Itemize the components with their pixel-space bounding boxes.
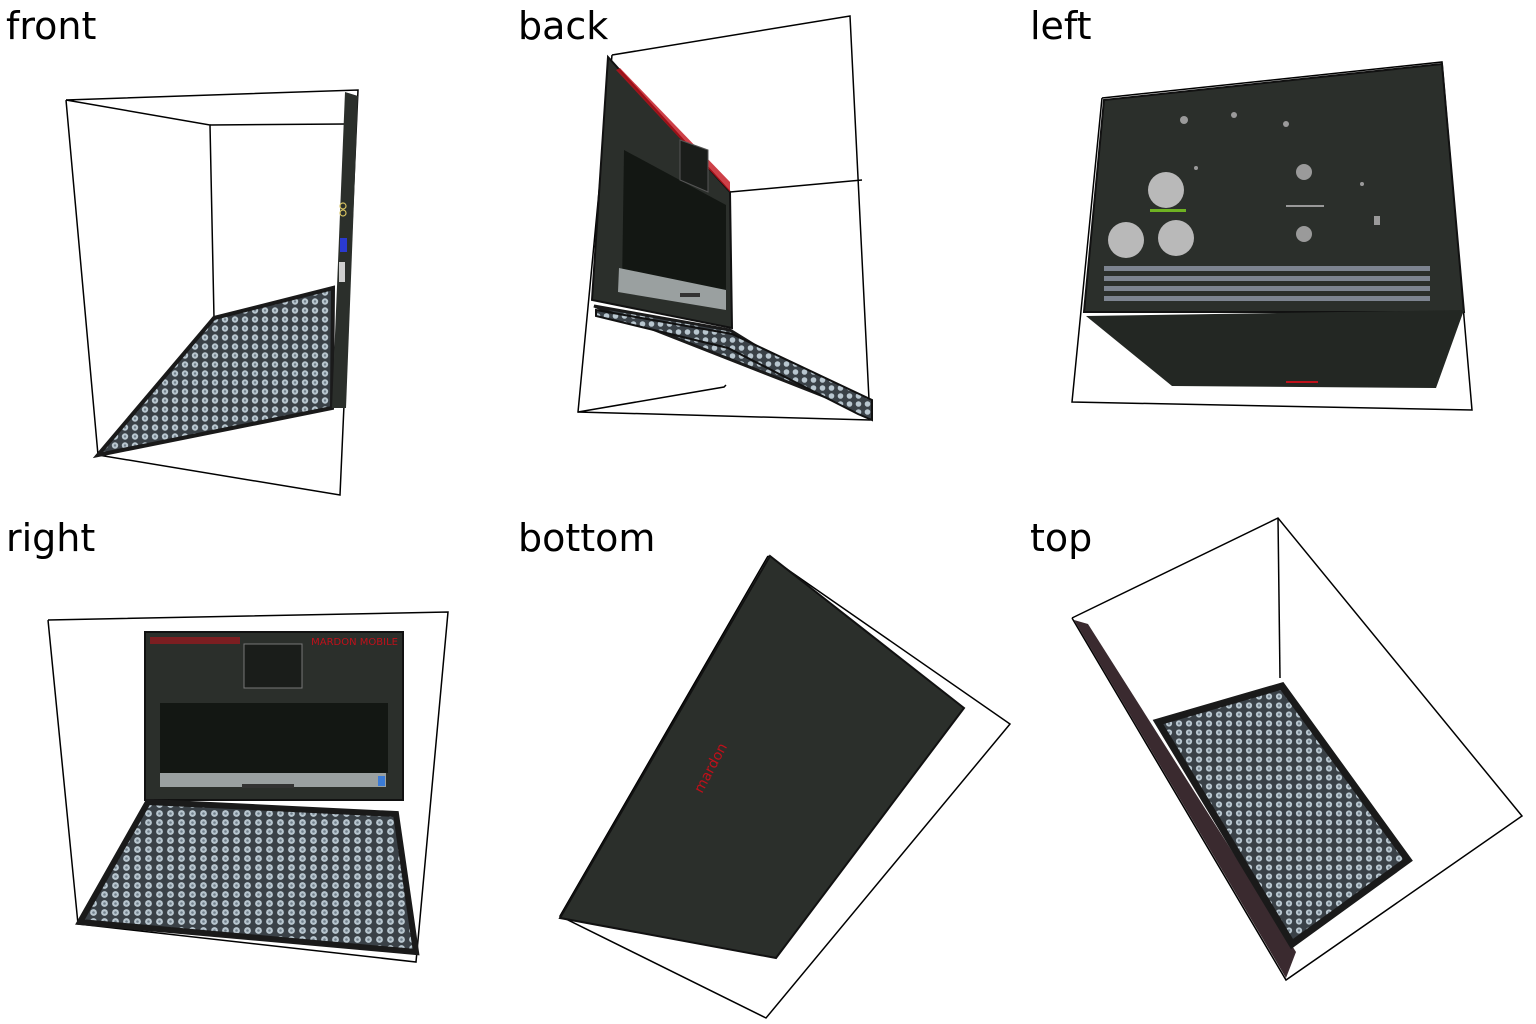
speaker-grille [1158,220,1194,256]
base-front [1086,310,1464,388]
panel-bottom: bottom mardon [512,512,1024,1024]
display [160,703,388,773]
top-view-render [1071,517,1524,982]
speaker-grille [1108,222,1144,258]
back-view-render [577,15,873,422]
panel-title-top: top [1030,516,1093,560]
webcam-box [243,643,303,689]
panel-title-front: front [6,4,97,48]
panel-title-bottom: bottom [518,516,656,560]
panel-title-left: left [1030,4,1092,48]
right-view-render: MARDON MOBILE [47,611,449,963]
panel-left: left [1024,0,1536,512]
panel-title-back: back [518,4,609,48]
screen-bar [160,773,386,787]
keyboard-deck [92,285,336,459]
front-view-render [65,89,359,496]
screen-bar [618,268,726,310]
lid-brand-text: MARDON MOBILE [311,637,398,648]
panel-front: front [0,0,512,512]
keyboard-deck [75,798,420,956]
lid-edge [1074,620,1296,978]
panel-title-right: right [6,516,96,560]
left-view-render [1071,61,1473,411]
webcam-box [679,139,709,193]
speaker-grille [1148,172,1184,208]
display [622,150,726,310]
base-panel [1082,62,1466,313]
panel-right: right MARDON MOBILE [0,512,512,1024]
panel-top: top [1024,512,1536,1024]
base-panel [558,554,966,960]
panel-back: back [512,0,1024,512]
bottom-view-render: mardon [558,554,1012,1019]
keyboard-deck [1152,681,1413,950]
